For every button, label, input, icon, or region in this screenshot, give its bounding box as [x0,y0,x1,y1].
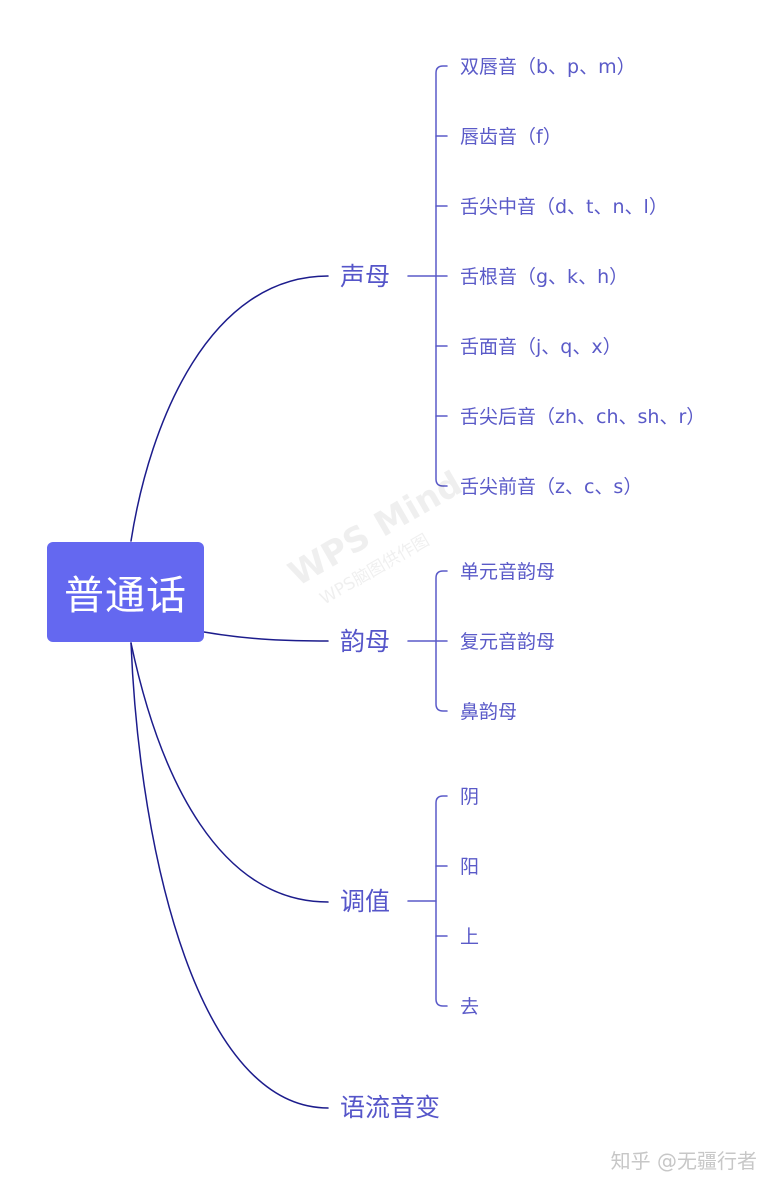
bracket-spine-tiaozhi [435,795,448,1007]
leaf-node[interactable]: 去 [460,996,480,1018]
root-link-tiaozhi [130,642,329,903]
root-label: 普通话 [64,573,187,619]
root-link-shengmu [130,275,329,542]
leaf-node[interactable]: 阳 [460,856,480,878]
leaf-node[interactable]: 上 [460,926,480,948]
leaf-node[interactable]: 单元音韵母 [460,561,556,583]
leaf-node[interactable]: 舌尖前音（z、c、s） [460,476,643,498]
leaf-node[interactable]: 唇齿音（f） [460,126,562,148]
root-link-yuliu [130,642,329,1109]
branch-node-yunmu[interactable]: 韵母 [340,627,391,656]
branch-node-shengmu[interactable]: 声母 [340,262,391,291]
leaf-node[interactable]: 阴 [460,786,480,808]
branch-node-yuliu-yinbian[interactable]: 语流音变 [340,1093,441,1122]
leaf-node[interactable]: 舌面音（j、q、x） [460,336,622,358]
leaf-node[interactable]: 舌尖后音（zh、ch、sh、r） [460,406,706,428]
leaf-node[interactable]: 舌根音（g、k、h） [460,266,629,288]
leaf-node[interactable]: 舌尖中音（d、t、n、l） [460,196,668,218]
root-link-yunmu [203,631,329,642]
leaf-node[interactable]: 复元音韵母 [460,631,556,653]
leaf-node[interactable]: 双唇音（b、p、m） [460,56,636,78]
leaf-node[interactable]: 鼻韵母 [460,701,518,723]
author-credit: 知乎 @无疆行者 [610,1149,757,1173]
branch-node-tiaozhi[interactable]: 调值 [340,887,391,916]
root-node[interactable]: 普通话 [47,542,204,642]
